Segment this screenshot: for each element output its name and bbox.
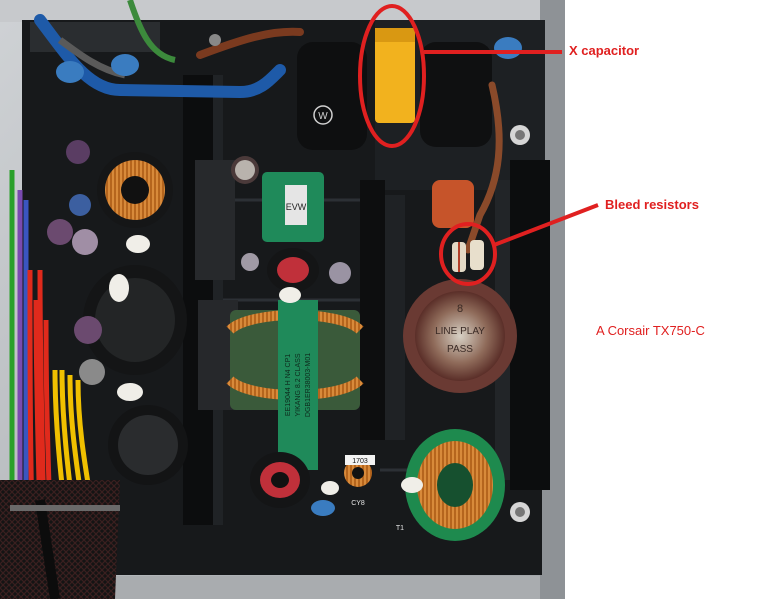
transformer-text-3: DGB1ER38003-M01 (305, 353, 312, 417)
bulk-capacitor: 8 LINE PLAY PASS (403, 279, 517, 393)
y-capacitors (56, 37, 522, 516)
emi-chokes: W (297, 42, 492, 150)
x-capacitor-label: X capacitor (569, 43, 640, 58)
pcb-silkscreen-cy8: CY8 (351, 500, 365, 507)
film-capacitor (432, 180, 474, 228)
toroid-small-bottom (250, 452, 310, 508)
electrolytic-capacitors (47, 140, 351, 385)
bleed-resistors-label: Bleed resistors (605, 197, 699, 212)
toroid-left-mid (83, 265, 187, 375)
cap-label-1: 8 (457, 303, 463, 315)
cap-label-3: PASS (447, 344, 473, 355)
annotation-bleed-resistors (439, 203, 599, 286)
photo-caption: A Corsair TX750-C (596, 323, 705, 338)
x-capacitor (375, 28, 415, 123)
main-transformer: EE19044 H N4 CP1 YIKANG 8.2 CLASS DGB1ER… (226, 300, 364, 470)
choke-label: EVW (286, 202, 307, 212)
pcb-stickers: 1703 CY8 T1 (345, 455, 404, 532)
toroid-tiny (344, 459, 372, 487)
bleed-resistor-components (452, 240, 484, 272)
toroid-left-top (97, 152, 173, 228)
glue-blobs (109, 235, 423, 495)
transformer-text-1: EE19044 H N4 CP1 (285, 354, 292, 416)
standby-transformer: EVW (262, 172, 324, 242)
transformer-text-2: YIKANG 8.2 CLASS (295, 353, 302, 416)
toroid-small-mid (267, 248, 319, 292)
small-sticker-label: 1703 (352, 458, 368, 465)
brown-wire (464, 81, 503, 254)
output-wire-bundle (0, 170, 120, 599)
toroid-left-bottom (108, 405, 188, 485)
cap-label-2: LINE PLAY (435, 326, 485, 337)
heatsink-middle (360, 180, 405, 440)
annotation-x-capacitor (358, 4, 562, 148)
screws (209, 34, 530, 522)
toroid-green (405, 429, 505, 541)
heatsink-right (495, 160, 550, 490)
choke-mark: W (318, 111, 328, 122)
pcb-silkscreen-t1: T1 (396, 525, 404, 532)
